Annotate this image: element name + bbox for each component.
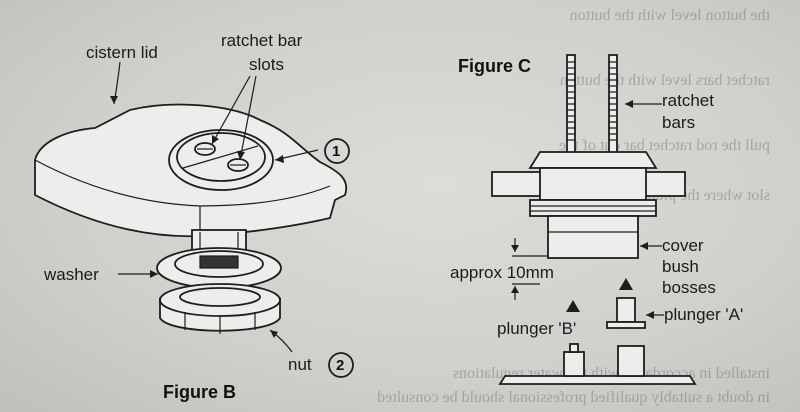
figure-b-drawing <box>34 61 354 378</box>
cistern-lid-front-edge <box>34 159 331 207</box>
svg-text:in doubt a suitably qualified: in doubt a suitably qualified profession… <box>377 389 770 406</box>
label-bosses: bosses <box>662 278 716 297</box>
bush-bosses <box>547 215 639 259</box>
figure-c-drawing <box>491 54 697 385</box>
callout-1-number: 1 <box>332 143 340 160</box>
label-ratchet-bars-1: ratchet <box>662 91 714 110</box>
plunger-a-arrow <box>619 278 633 290</box>
button-cap-section <box>528 151 658 169</box>
label-plunger-a: plunger 'A' <box>664 305 743 324</box>
label-plunger-b: plunger 'B' <box>497 319 576 338</box>
figure-c-title: Figure C <box>458 56 531 76</box>
svg-text:the button level with the butt: the button level with the button <box>570 7 770 24</box>
label-approx-10mm: approx 10mm <box>450 263 554 282</box>
label-ratchet-bar-slots-1: ratchet bar <box>221 31 303 50</box>
base-plate <box>498 375 697 385</box>
label-ratchet-bar-slots-2: slots <box>249 55 284 74</box>
label-nut: nut <box>288 355 312 374</box>
base-pin-left <box>563 351 585 377</box>
callout-1-circle <box>324 138 350 164</box>
callout-2-number: 2 <box>336 357 344 374</box>
threaded-body <box>529 199 657 217</box>
callout-2-circle <box>328 352 354 378</box>
label-washer: washer <box>43 265 99 284</box>
figure-b-title: Figure B <box>163 382 236 402</box>
base-pin-right <box>617 345 645 377</box>
plunger-a-shape <box>616 297 636 323</box>
label-cistern-lid: cistern lid <box>86 43 158 62</box>
label-ratchet-bars-2: bars <box>662 113 695 132</box>
label-cover: cover <box>662 236 704 255</box>
label-bush: bush <box>662 257 699 276</box>
svg-text:ratchet bars level with the bu: ratchet bars level with the button <box>560 72 770 89</box>
plunger-b-arrow <box>566 300 580 312</box>
